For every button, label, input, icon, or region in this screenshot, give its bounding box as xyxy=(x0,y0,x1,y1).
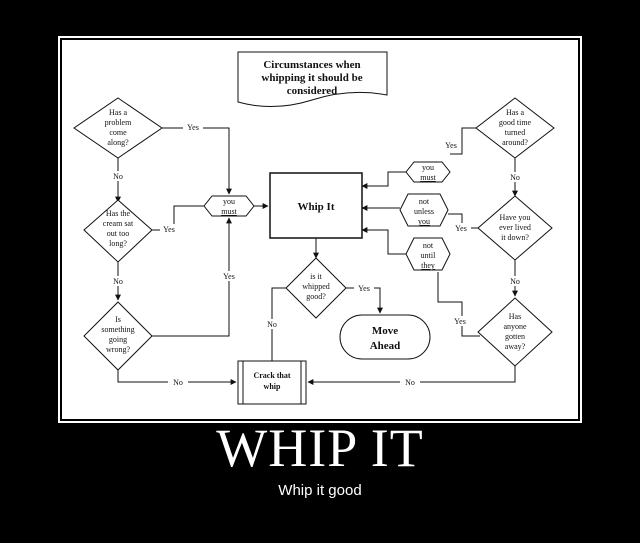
decision-away-line-3: gotten xyxy=(505,332,525,341)
decision-away-line-1: Has xyxy=(509,312,521,321)
hex-not-until xyxy=(405,237,451,271)
whip-it-box xyxy=(269,172,363,239)
poster-subtitle: Whip it good xyxy=(278,482,362,499)
label-no-problem: No xyxy=(113,172,123,181)
hex-not-unless-line-3: you xyxy=(418,217,430,226)
decision-wrong-line-4: wrong? xyxy=(106,345,130,354)
decision-problem-line-3: come xyxy=(109,128,127,137)
conn-you-must-right xyxy=(361,171,406,189)
decision-lived-line-1: Have you xyxy=(500,213,531,222)
conn-wrong-yes xyxy=(152,217,232,337)
decision-lived xyxy=(477,195,553,261)
decision-whipped xyxy=(285,257,347,319)
decision-whipped-line-2: whipped xyxy=(302,282,330,291)
label-yes-wrong: Yes xyxy=(223,272,235,281)
decision-lived-line-2: ever lived xyxy=(499,223,531,232)
move-ahead-line-2: Ahead xyxy=(370,340,401,352)
decision-problem-line-1: Has a xyxy=(109,108,127,117)
decision-away xyxy=(477,297,553,367)
conn-whipped-no xyxy=(269,287,286,369)
label-no-away: No xyxy=(405,378,415,387)
decision-good-time xyxy=(475,97,555,159)
decision-problem-line-2: problem xyxy=(105,118,132,127)
decision-cream-line-1: Has the xyxy=(106,209,131,218)
banner-line-1: Circumstances when xyxy=(263,59,360,71)
hex-not-unless-line-1: not xyxy=(419,197,430,206)
conn-away-no xyxy=(307,366,516,385)
label-yes-problem: Yes xyxy=(187,123,199,132)
label-yes-lived: Yes xyxy=(455,224,467,233)
conn-away-yes xyxy=(437,272,480,337)
decision-good-time-line-4: around? xyxy=(502,138,528,147)
label-no-whipped: No xyxy=(267,320,277,329)
decision-wrong-line-1: Is xyxy=(115,315,121,324)
hex-you-must-left-line-1: you xyxy=(223,197,235,206)
decision-away-line-4: away? xyxy=(505,342,526,351)
conn-problem-yes xyxy=(162,127,232,195)
decision-good-time-line-1: Has a xyxy=(506,108,524,117)
hex-you-must-right-line-2: must xyxy=(420,173,436,182)
banner-line-2: whipping it should be xyxy=(261,72,362,84)
label-yes-cream: Yes xyxy=(163,225,175,234)
decision-good-time-line-3: turned xyxy=(505,128,525,137)
conn-goodtime-yes xyxy=(450,127,478,155)
flowchart-panel: Circumstances when whipping it should be… xyxy=(62,40,578,419)
label-yes-good-time: Yes xyxy=(445,141,457,150)
label-no-lived: No xyxy=(510,277,520,286)
hex-you-must-left xyxy=(203,195,255,217)
decision-cream xyxy=(83,199,153,263)
label-yes-away: Yes xyxy=(454,317,466,326)
hex-not-until-line-1: not xyxy=(423,241,434,250)
decision-cream-line-2: cream sat xyxy=(103,219,134,228)
crack-box xyxy=(237,360,307,405)
decision-away-line-2: anyone xyxy=(503,322,527,331)
decision-whipped-line-1: is it xyxy=(310,272,323,281)
decision-good-time-line-2: good time xyxy=(499,118,532,127)
poster-title: WHIP IT xyxy=(216,418,424,478)
decision-wrong-line-3: going xyxy=(109,335,127,344)
flowchart: Circumstances when whipping it should be… xyxy=(73,51,555,405)
label-no-good-time: No xyxy=(510,173,520,182)
whip-it-label: Whip It xyxy=(298,201,335,213)
hex-not-until-line-3: they xyxy=(421,261,435,270)
banner-shape xyxy=(237,51,388,108)
conn-wrong-no xyxy=(117,368,237,385)
decision-whipped-line-3: good? xyxy=(306,292,326,301)
banner-line-3: considered xyxy=(287,85,338,97)
hex-not-unless-line-2: unless xyxy=(414,207,434,216)
move-ahead-box xyxy=(339,314,431,360)
decision-problem xyxy=(73,97,163,159)
decision-cream-line-3: out too xyxy=(107,229,129,238)
hex-you-must-right xyxy=(405,161,451,183)
decision-wrong xyxy=(83,301,153,371)
hex-not-unless xyxy=(399,193,449,227)
decision-lived-line-3: it down? xyxy=(501,233,529,242)
decision-wrong-line-2: something xyxy=(101,325,134,334)
crack-line-2: whip xyxy=(264,382,281,391)
hex-you-must-left-line-2: must xyxy=(221,207,237,216)
label-no-cream: No xyxy=(113,277,123,286)
conn-not-until xyxy=(361,227,406,255)
hex-not-until-line-2: until xyxy=(421,251,436,260)
move-ahead-line-1: Move xyxy=(372,325,398,337)
crack-line-1: Crack that xyxy=(253,371,290,380)
decision-problem-line-4: along? xyxy=(107,138,129,147)
label-yes-whipped: Yes xyxy=(358,284,370,293)
hex-you-must-right-line-1: you xyxy=(422,163,434,172)
decision-cream-line-4: long? xyxy=(109,239,127,248)
label-no-wrong: No xyxy=(173,378,183,387)
